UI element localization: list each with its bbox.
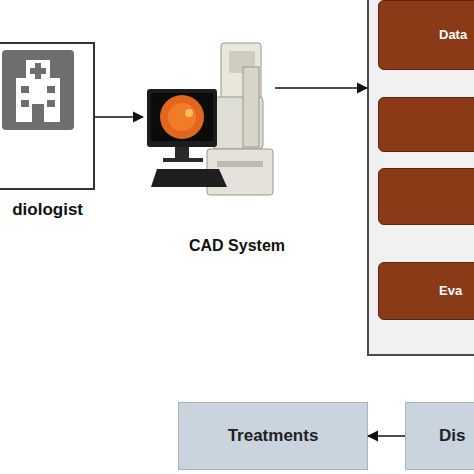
pipeline-panel: DataEva <box>367 0 474 356</box>
node-label: Dis <box>439 403 465 469</box>
process-box: Data <box>378 0 474 70</box>
process-box: Dis <box>405 402 474 470</box>
cad-system-node: CAD System <box>143 37 275 205</box>
cad-illustration <box>143 37 275 205</box>
process-box: diologist <box>0 42 95 190</box>
node-label: Treatments <box>179 403 367 469</box>
flow-arrow <box>95 116 143 118</box>
process-box: Eva <box>378 262 474 320</box>
hospital-icon <box>2 50 74 130</box>
node-label: diologist <box>12 200 83 220</box>
process-box <box>378 97 474 152</box>
flow-arrow <box>368 435 405 437</box>
process-box: Treatments <box>178 402 368 470</box>
node-label: Eva <box>439 263 462 319</box>
node-label: CAD System <box>177 237 297 255</box>
node-label: Data <box>439 1 467 69</box>
flow-arrow <box>275 87 367 89</box>
process-box <box>378 168 474 225</box>
